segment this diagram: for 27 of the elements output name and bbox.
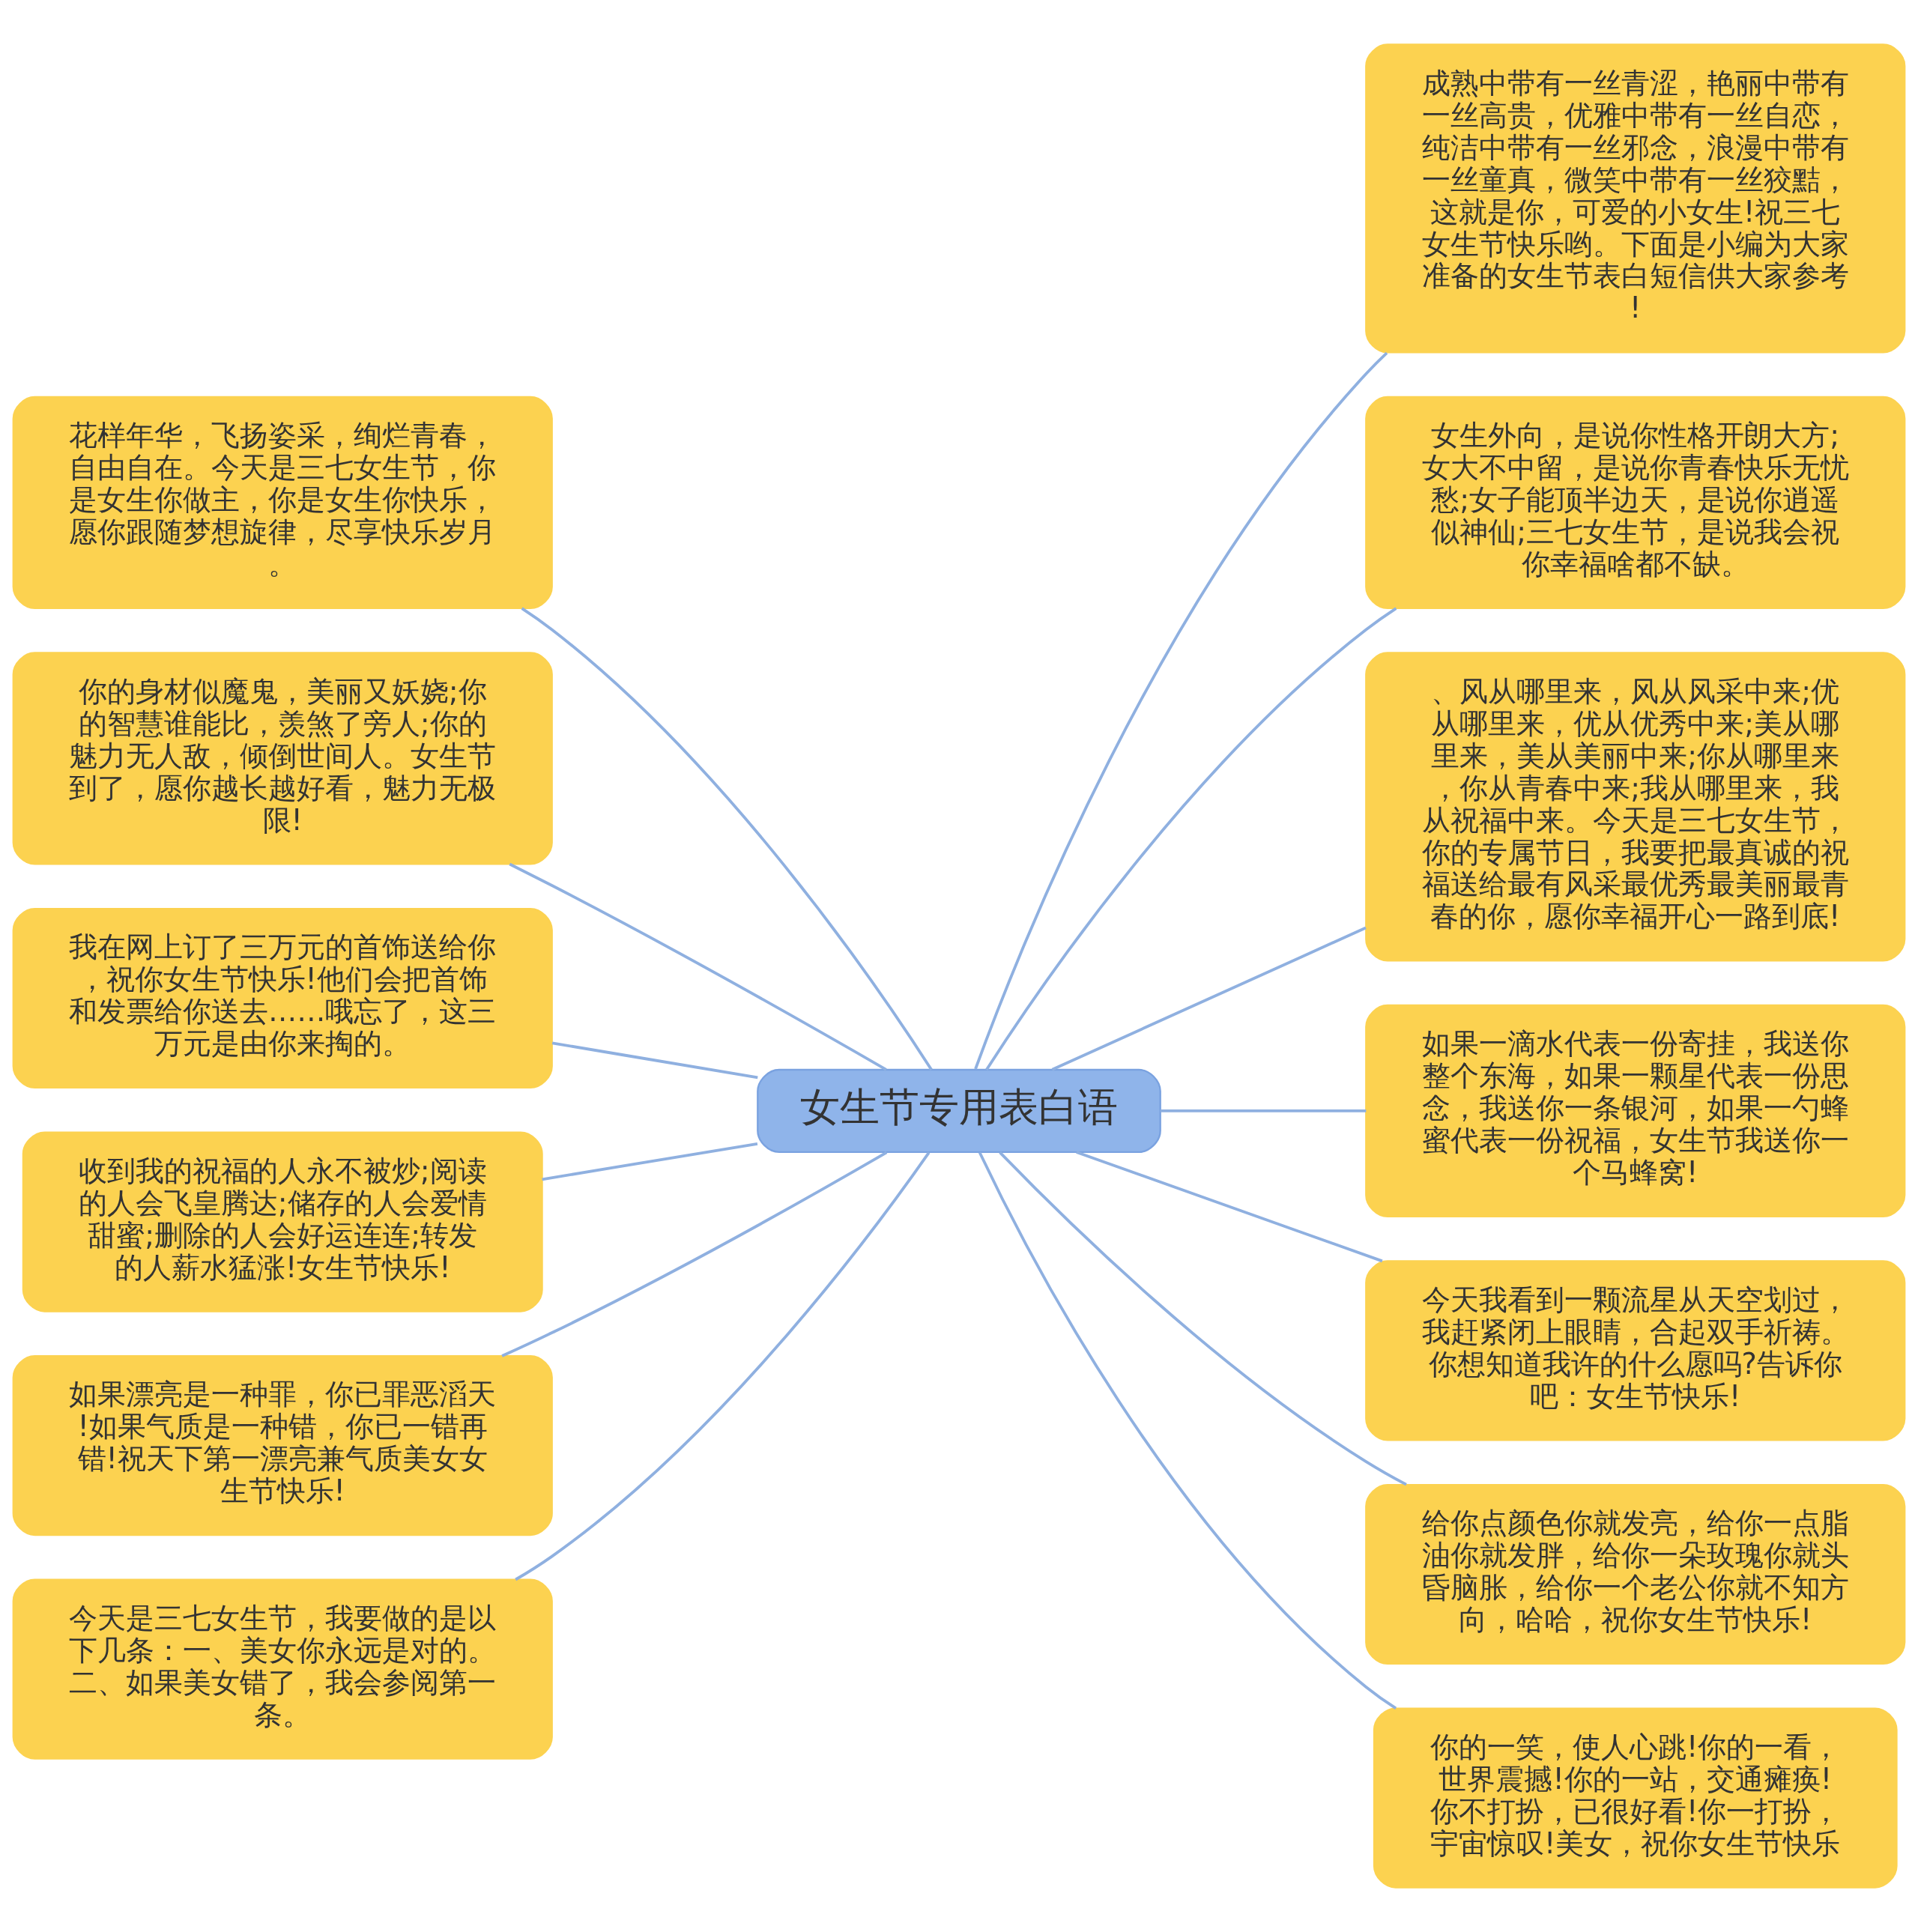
connector [978, 1151, 1397, 1710]
node-box: 你的身材似魔鬼，美丽又妖娆;你的智慧谁能比，羡煞了旁人;你的魅力无人敌，倾倒世间人。女生节到了，愿你越长越好看，魅力无极限! [12, 652, 553, 865]
connector [501, 1151, 888, 1357]
connector [542, 1142, 758, 1181]
node-box: 、风从哪里来，风从风采中来;优从哪里来，优从优秀中来;美从哪里来，美从美丽中来;你从哪里来，你从青春中来;我从哪里来，我从祝福中来。今天是三七女生节，你的专属节日，我要把最真诚的祝福送给最有风采最优秀最美丽最青春的你，愿你幸福开心一路到底! [1365, 652, 1906, 962]
node-box: 今天我看到一颗流星从天空划过，我赶紧闭上眼睛，合起双手祈祷。你想知道我许的什么愿吗?告诉你吧：女生节快乐! [1365, 1260, 1906, 1441]
node-box: 今天是三七女生节，我要做的是以下几条：一、美女你永远是对的。二、如果美女错了，我会参阅第一条。 [12, 1578, 553, 1760]
node-box: 收到我的祝福的人永不被炒;阅读的人会飞皇腾达;储存的人会爱情甜蜜;删除的人会好运连连;转发的人薪水猛涨!女生节快乐! [22, 1131, 543, 1312]
connector [1051, 926, 1367, 1071]
connector [985, 607, 1397, 1071]
connector [1160, 1109, 1367, 1112]
connector [974, 351, 1388, 1070]
node-box: 如果漂亮是一种罪，你已罪恶滔天!如果气质是一种错，你已一错再错!祝天下第一漂亮兼气质美女女生节快乐! [12, 1354, 553, 1536]
node-box: 我在网上订了三万元的首饰送给你，祝你女生节快乐!他们会把首饰和发票给你送去……哦忘了，这三万元是由你来掏的。 [12, 907, 553, 1089]
connector [515, 1151, 931, 1581]
connector [1076, 1151, 1383, 1263]
node-box: 如果一滴水代表一份寄挂，我送你整个东海，如果一颗星代表一份思念，我送你一条银河，如果一勺蜂蜜代表一份祝福，女生节我送你一个马蜂窝! [1365, 1004, 1906, 1218]
node-box: 花样年华，飞扬姿采，绚烂青春，自由自在。今天是三七女生节，你是女生你做主，你是女生你快乐，愿你跟随梦想旋律，尽享快乐岁月。 [12, 396, 553, 610]
node-box: 女生节专用表白语 [757, 1068, 1161, 1154]
connector [999, 1151, 1407, 1486]
node-box: 给你点颜色你就发亮，给你一点脂油你就发胖，给你一朵玫瑰你就头昏脑胀，给你一个老公你就不知方向，哈哈，祝你女生节快乐! [1365, 1483, 1906, 1665]
node-box: 女生外向，是说你性格开朗大方;女大不中留，是说你青春快乐无忧愁;女子能顶半边天，是说你逍遥似神仙;三七女生节，是说我会祝你幸福啥都不缺。 [1365, 396, 1906, 610]
node-box: 成熟中带有一丝青涩，艳丽中带有一丝高贵，优雅中带有一丝自恋，纯洁中带有一丝邪念，浪漫中带有一丝童真，微笑中带有一丝狡黠，这就是你，可爱的小女生!祝三七女生节快乐哟。下面是小编为大家准备的女生节表白短信供大家参考! [1365, 43, 1906, 354]
connector [551, 1041, 758, 1079]
connector [521, 607, 933, 1071]
node-box: 你的一笑，使人心跳!你的一看，世界震撼!你的一站，交通瘫痪!你不打扮，已很好看!你一打扮，宇宙惊叹!美女，祝你女生节快乐 [1373, 1707, 1898, 1889]
connector [509, 862, 887, 1071]
